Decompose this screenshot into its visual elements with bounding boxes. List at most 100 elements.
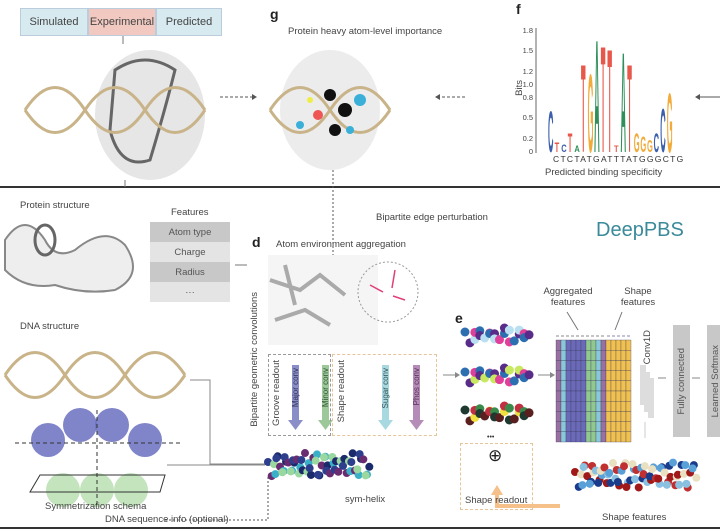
matrix-cell xyxy=(590,360,597,371)
matrix-cell xyxy=(625,339,632,351)
sphere xyxy=(640,462,649,471)
shape-feature-spheres xyxy=(571,458,701,492)
sphere xyxy=(495,335,504,345)
matrix-cell xyxy=(560,401,567,412)
matrix-cell xyxy=(585,380,592,392)
matrix-cell xyxy=(580,360,587,371)
matrix-cell xyxy=(610,339,617,351)
sphere xyxy=(662,480,671,489)
matrix-cell xyxy=(620,360,627,371)
y-tick: 1.5 xyxy=(522,46,533,56)
matrix-cell xyxy=(585,370,592,381)
matrix-cell xyxy=(590,350,597,361)
shape-readout-label-e: Shape readout xyxy=(465,495,528,506)
sphere xyxy=(460,367,470,377)
major-conv-label: Major conv xyxy=(291,368,300,408)
matrix-cell xyxy=(575,339,582,351)
matrix-cell xyxy=(580,370,587,381)
sphere xyxy=(524,370,534,380)
logo-letter: T xyxy=(601,15,606,184)
matrix-cell xyxy=(610,370,617,381)
sphere xyxy=(317,461,326,470)
matrix-cell xyxy=(570,431,577,443)
groove-readout-label: Groove readout xyxy=(271,360,282,427)
matrix-cell xyxy=(610,411,617,422)
protein-structure-label: Protein structure xyxy=(20,200,90,211)
matrix-cell xyxy=(590,411,597,422)
matrix-cell xyxy=(600,401,607,412)
sphere xyxy=(620,462,628,471)
dna-seq-info-label: DNA sequence info (optional) xyxy=(105,514,229,525)
sphere xyxy=(286,467,295,476)
y-tick: 0.8 xyxy=(522,93,533,103)
sphere xyxy=(301,449,309,458)
sphere xyxy=(577,470,586,479)
sphere xyxy=(320,453,328,462)
matrix-cell xyxy=(620,390,627,402)
sphere xyxy=(272,454,281,463)
sphere xyxy=(495,375,504,385)
logo-letter: A xyxy=(574,144,579,154)
logo-letter: C xyxy=(660,97,665,166)
sphere xyxy=(278,468,287,477)
matrix-cell xyxy=(560,370,567,381)
matrix-cell xyxy=(565,339,572,351)
matrix-cell xyxy=(575,411,582,422)
matrix-cell xyxy=(620,421,627,432)
matrix-cell xyxy=(585,431,592,443)
sphere xyxy=(264,458,272,466)
matrix-cell xyxy=(595,380,602,392)
matrix-cell xyxy=(560,339,567,351)
sphere xyxy=(347,458,356,467)
matrix-cell xyxy=(565,390,572,402)
panel-g-letter: g xyxy=(270,6,279,22)
sphere xyxy=(605,468,614,477)
matrix-cell xyxy=(590,339,597,351)
sphere xyxy=(339,461,347,470)
matrix-cell xyxy=(605,380,612,392)
matrix-cell xyxy=(620,339,627,351)
panel-d-title: Atom environment aggregation xyxy=(276,239,406,250)
matrix-cell xyxy=(610,421,617,432)
sphere xyxy=(504,403,514,413)
matrix-cell xyxy=(605,360,612,371)
matrix-cell xyxy=(555,339,562,351)
matrix-cell xyxy=(560,421,567,432)
feature-matrix xyxy=(555,339,632,443)
sphere xyxy=(365,462,374,471)
sphere xyxy=(609,459,617,468)
matrix-cell xyxy=(575,431,582,443)
logo-letter: G xyxy=(667,75,673,171)
sphere xyxy=(673,470,682,479)
matrix-cell xyxy=(570,380,577,392)
symmetrization-schema xyxy=(15,408,180,507)
matrix-cell xyxy=(600,370,607,381)
logo-letter: G xyxy=(640,132,646,157)
logo-letter: G xyxy=(647,136,653,156)
matrix-cell xyxy=(580,411,587,422)
matrix-cell xyxy=(615,360,622,371)
matrix-cell xyxy=(595,421,602,432)
matrix-cell xyxy=(575,401,582,412)
logo-letter: T xyxy=(607,19,612,184)
panel-f-letter: f xyxy=(516,1,521,17)
matrix-cell xyxy=(575,390,582,402)
y-tick: 1.8 xyxy=(522,26,533,36)
sphere xyxy=(648,465,657,474)
aggregated-features-label: Aggregated features xyxy=(543,286,593,308)
matrix-cell xyxy=(555,401,562,412)
sphere xyxy=(660,468,669,477)
sphere xyxy=(692,473,701,482)
learned-softmax-layer: Learned Softmax xyxy=(707,325,720,437)
matrix-cell xyxy=(590,390,597,402)
sphere xyxy=(645,472,654,481)
matrix-cell xyxy=(585,411,592,422)
matrix-cell xyxy=(600,431,607,443)
matrix-cell xyxy=(595,339,602,351)
matrix-cell xyxy=(595,390,602,402)
matrix-cell xyxy=(565,421,572,432)
groove-readout-box xyxy=(268,354,331,436)
panel-d-letter: d xyxy=(252,234,261,250)
feature-radius: Radius xyxy=(150,262,230,282)
